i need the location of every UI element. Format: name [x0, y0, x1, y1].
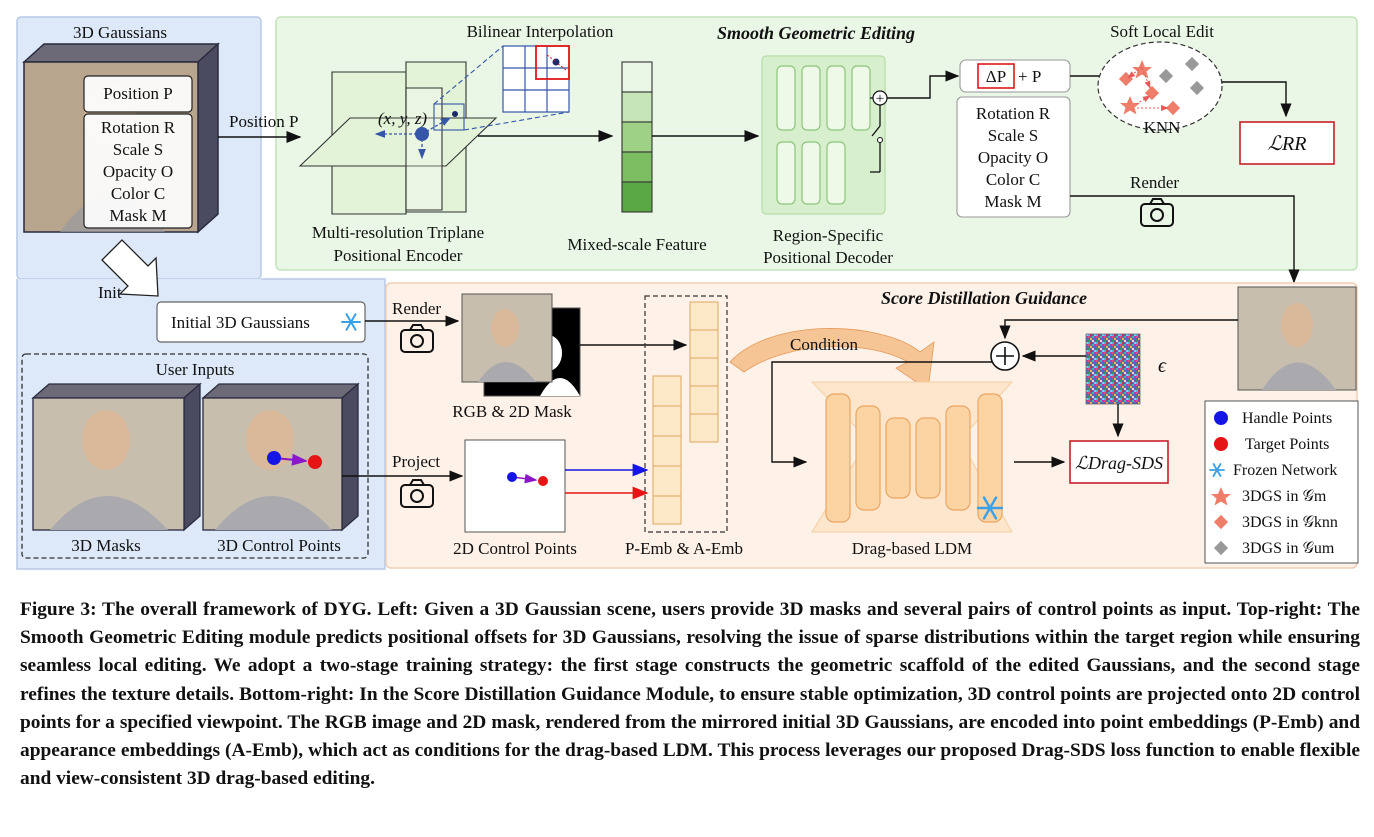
p-emb — [652, 375, 682, 525]
control-2d-label: 2D Control Points — [453, 539, 577, 558]
render-top-label: Render — [392, 299, 441, 318]
decoder-label-2: Positional Decoder — [763, 248, 893, 267]
rgb-image — [461, 293, 553, 383]
bilinear-cell — [535, 45, 570, 80]
attribute-color: Color C — [111, 184, 165, 203]
legend-gm-label: 3DGS in 𝒢m — [1242, 488, 1327, 505]
ldm-snowflake-icon — [976, 496, 1004, 520]
decoder-blocks — [776, 65, 871, 205]
attribute-scale: Scale S — [113, 140, 164, 159]
legend-frozen-label: Frozen Network — [1233, 462, 1337, 479]
figure-caption: Figure 3: The overall framework of DYG. … — [20, 599, 1360, 790]
knn-gaussians — [1118, 56, 1205, 116]
legend-star-marker — [1211, 487, 1231, 506]
legend-box — [1204, 400, 1359, 564]
control-2d-box — [464, 439, 566, 533]
rendered-image — [1237, 286, 1357, 391]
knn-label: KNN — [1144, 118, 1181, 137]
position-arrow-label: Position P — [229, 112, 298, 131]
user-inputs-box — [21, 353, 369, 559]
attribute-box — [83, 113, 193, 229]
legend-knn-marker — [1213, 514, 1229, 530]
target-point — [308, 455, 322, 469]
bilinear-label: Bilinear Interpolation — [467, 22, 614, 41]
geometric-title: Smooth Geometric Editing — [717, 23, 915, 43]
project-label: Project — [392, 452, 440, 471]
snowflake-icon — [341, 313, 361, 331]
render-bottom-label: Render — [1130, 173, 1179, 192]
target-point-2d — [538, 476, 548, 486]
ldm-label: Drag-based LDM — [852, 539, 972, 558]
control-points-label: 3D Control Points — [217, 536, 341, 555]
handle-point-2d — [507, 472, 517, 482]
plus-p-label: + P — [1018, 67, 1041, 86]
mixed-feature-label: Mixed-scale Feature — [567, 235, 706, 254]
emb-label: P-Emb & A-Emb — [625, 539, 743, 558]
delta-p-highlight — [977, 63, 1015, 89]
output-attribute-box — [956, 96, 1071, 218]
loss-rr-label: ℒRR — [1268, 133, 1307, 155]
user-inputs-title: User Inputs — [156, 360, 235, 379]
delta-p-box — [959, 59, 1071, 93]
noise-image — [1085, 333, 1141, 405]
position-label: Position P — [103, 84, 172, 103]
ldm-network — [810, 381, 1014, 533]
camera-icon-right — [1140, 198, 1174, 227]
epsilon-label: ϵ — [1158, 355, 1167, 377]
decoder-label-1: Region-Specific — [773, 226, 884, 245]
output-rotation: Rotation R — [976, 104, 1051, 123]
init-label: Init — [98, 283, 122, 302]
camera-icon-top — [400, 324, 434, 353]
output-opacity: Opacity O — [978, 148, 1048, 167]
legend-handle-marker — [1214, 411, 1228, 425]
initial-gaussians-box — [156, 301, 366, 343]
legend-snowflake-icon — [1209, 463, 1225, 477]
masks-cube — [31, 382, 202, 532]
triplane-label-1: Multi-resolution Triplane — [312, 223, 484, 242]
output-scale: Scale S — [988, 126, 1039, 145]
attribute-rotation: Rotation R — [101, 118, 176, 137]
legend-target-label: Target Points — [1245, 436, 1329, 453]
gaussians-title: 3D Gaussians — [73, 23, 167, 42]
position-box — [83, 75, 193, 113]
legend-gum-label: 3DGS in 𝒢um — [1242, 540, 1335, 557]
output-mask: Mask M — [984, 192, 1041, 211]
rgb-mask-label: RGB & 2D Mask — [452, 402, 572, 421]
framework-diagram: 3D Gaussians Position P Rotation R Scale… — [16, 16, 1359, 570]
condition-label: Condition — [790, 335, 859, 354]
output-color: Color C — [986, 170, 1040, 189]
handle-point — [267, 451, 281, 465]
a-emb — [689, 301, 719, 443]
triplane-label-2: Positional Encoder — [334, 246, 463, 265]
attribute-opacity: Opacity O — [103, 162, 173, 181]
initial-gaussians-label: Initial 3D Gaussians — [171, 313, 310, 332]
loss-drag-label: ℒDrag-SDS — [1075, 453, 1163, 473]
attribute-mask: Mask M — [109, 206, 166, 225]
loss-drag-box — [1069, 440, 1169, 484]
embedding-box — [644, 295, 728, 533]
init-arrow — [101, 239, 159, 297]
legend-gknn-label: 3DGS in 𝒢knn — [1242, 514, 1338, 531]
soft-local-edit-region — [1097, 41, 1223, 131]
masks-label: 3D Masks — [71, 536, 140, 555]
mixed-feature — [621, 61, 653, 213]
legend-handle-label: Handle Points — [1242, 410, 1332, 427]
legend-um-marker — [1213, 540, 1229, 556]
score-title: Score Distillation Guidance — [881, 288, 1087, 308]
legend-target-marker — [1214, 437, 1228, 451]
add-node-symbol: + — [876, 91, 884, 107]
delta-p-label: ΔP — [986, 67, 1006, 86]
loss-rr-box — [1239, 121, 1335, 165]
camera-icon-bottom — [400, 479, 434, 508]
xyz-label: (x, y, z) — [378, 109, 427, 128]
soft-local-edit-label: Soft Local Edit — [1110, 22, 1214, 41]
